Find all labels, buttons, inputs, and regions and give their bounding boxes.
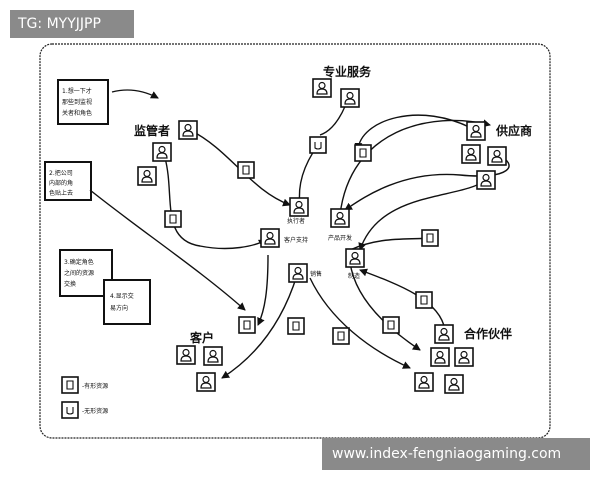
node-partner-resource-1: [415, 291, 433, 309]
node-partner-resource-2: [382, 316, 400, 334]
note-1-line-1: 1.想一下才: [62, 87, 92, 95]
legend: -有形资源 -无形资源: [61, 376, 108, 419]
note-2-line-1: 2.把公司: [49, 169, 73, 177]
role-label-support: 客户支持: [284, 236, 308, 244]
group-label-partner: 合作伙伴: [464, 326, 512, 341]
note-3: 3.确定角色 之间的资源 交换: [59, 249, 113, 297]
note-2: 2.把公司 内部的角 色贴上去: [44, 161, 92, 201]
role-label-executive: 执行者: [287, 217, 305, 225]
node-supplier-4: [476, 170, 496, 190]
note-1-line-3: 关者和角色: [62, 109, 92, 117]
node-supplier-3: [487, 146, 507, 166]
legend-tangible-icon: [61, 376, 79, 394]
group-label-services: 专业服务: [323, 64, 372, 79]
group-label-customer: 客户: [189, 330, 214, 345]
node-partner-4: [414, 372, 434, 392]
arrow-note1: [111, 89, 159, 99]
node-services-resource: [309, 136, 327, 154]
watermark-bottom: www.index-fengniaogaming.com: [322, 438, 590, 470]
node-supplier-resource-1: [354, 144, 372, 162]
node-support: [260, 228, 280, 248]
node-customer-resource-1: [238, 316, 256, 334]
node-manufacturing: [345, 248, 365, 268]
legend-intangible-label: -无形资源: [82, 407, 108, 415]
node-partner-3: [454, 347, 474, 367]
legend-tangible-label: -有形资源: [82, 382, 108, 390]
node-supervisor-4: [237, 161, 255, 179]
note-4-line-1: 4.显示交: [110, 292, 134, 300]
node-supplier-1: [466, 121, 486, 141]
note-1: 1.想一下才 那些到监视 关者和角色: [57, 79, 109, 125]
node-supervisor-5: [164, 210, 182, 228]
note-3-line-1: 3.确定角色: [64, 258, 94, 266]
watermark-top: TG: MYYJJPP: [10, 10, 134, 38]
node-customer-resource-2: [287, 317, 305, 335]
note-4: 4.显示交 易方向: [103, 279, 151, 325]
node-partner-1: [434, 324, 454, 344]
node-supplier-2: [461, 144, 481, 164]
node-customer-2: [203, 346, 223, 366]
note-2-line-3: 色贴上去: [49, 189, 73, 197]
node-sales: [288, 263, 308, 283]
node-services-1: [312, 78, 332, 98]
node-partner-2: [430, 347, 450, 367]
node-services-2: [340, 88, 360, 108]
group-label-supervisor: 监管者: [134, 123, 170, 138]
note-2-line-2: 内部的角: [49, 179, 73, 187]
node-product: [330, 208, 350, 228]
note-3-line-3: 交换: [64, 280, 76, 288]
node-supervisor-2: [152, 142, 172, 162]
node-customer-resource-3: [332, 327, 350, 345]
node-executive: [289, 197, 309, 217]
note-4-line-2: 易方向: [110, 304, 128, 312]
node-supervisor-1: [178, 120, 198, 140]
role-label-manufacturing: 制造: [348, 272, 360, 280]
role-label-sales: 销售: [310, 270, 322, 278]
flow-lines: [89, 91, 510, 379]
node-supervisor-3: [137, 166, 157, 186]
note-1-line-2: 那些到监视: [62, 98, 92, 106]
node-partner-5: [444, 374, 464, 394]
note-3-line-2: 之间的资源: [64, 269, 94, 277]
node-supplier-resource-2: [421, 229, 439, 247]
node-customer-3: [196, 372, 216, 392]
group-label-supplier: 供应商: [495, 123, 532, 138]
role-label-product: 产品开发: [328, 234, 352, 242]
legend-intangible-icon: [61, 401, 79, 419]
node-customer-1: [176, 345, 196, 365]
